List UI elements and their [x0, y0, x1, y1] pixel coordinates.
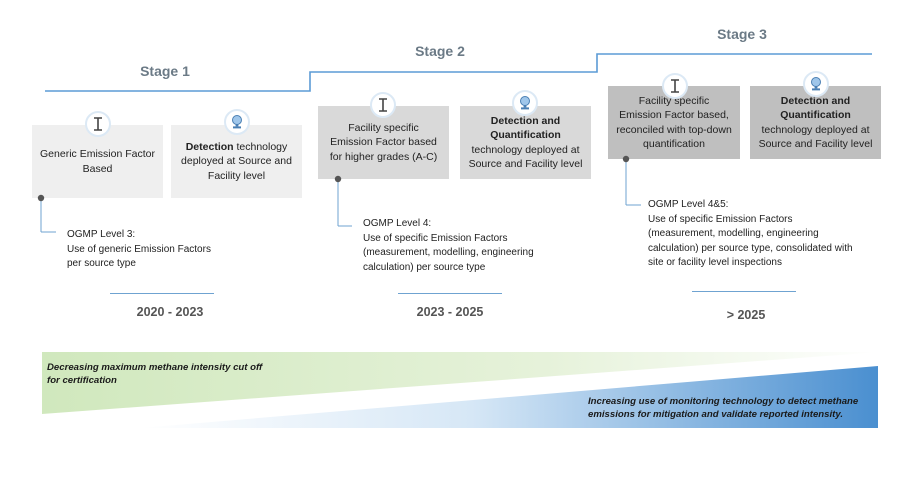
note-line: (measurement, modelling, engineering — [363, 247, 534, 258]
note-line: site or facility level inspections — [648, 257, 782, 268]
note-line: Use of specific Emission Factors — [648, 213, 793, 225]
note-line: calculation) per source type, consolidat… — [648, 242, 853, 254]
note-line: OGMP Level 4&5: — [648, 199, 729, 210]
note-line: OGMP Level 3: — [67, 229, 136, 240]
note-line: OGMP Level 4: — [363, 218, 432, 229]
stage-3-detection-box: Detection and Quantification technology … — [750, 86, 881, 159]
increasing-band — [140, 366, 878, 428]
decreasing-band-text: Decreasing maximum methane intensity cut… — [47, 362, 263, 386]
stage-2-factor-text: Facility specific Emission Factor based … — [329, 122, 438, 163]
text-cursor-icon — [662, 73, 688, 99]
stage-2-note: OGMP Level 4: Use of specific Emission F… — [363, 217, 583, 275]
stage-2-factor-box: Facility specific Emission Factor based … — [318, 106, 449, 179]
detector-icon — [512, 90, 538, 116]
increasing-band-text: Increasing use of monitoring technology … — [588, 396, 859, 420]
text-cursor-icon — [370, 92, 396, 118]
note-line: Use of specific Emission Factors — [363, 232, 508, 244]
stage-2-title: Stage 2 — [415, 43, 465, 59]
detector-icon — [803, 71, 829, 97]
stage-2-detection-text: technology deployed at Source and Facili… — [468, 143, 583, 170]
decreasing-band — [42, 352, 880, 414]
stage-1-note: OGMP Level 3: Use of generic Emission Fa… — [67, 228, 267, 272]
stage-1-factor-text: Generic Emission Factor Based — [40, 148, 155, 175]
stage-1-detection-box: Detection technology deployed at Source … — [171, 125, 302, 198]
stage-1-factor-box: Generic Emission Factor Based — [32, 125, 163, 198]
note-line: (measurement, modelling, engineering — [648, 228, 819, 239]
stage-3-title: Stage 3 — [717, 26, 767, 42]
stage-3-detection-text: technology deployed at Source and Facili… — [758, 123, 873, 150]
period-2-line — [398, 293, 502, 294]
period-2-label: 2023 - 2025 — [416, 305, 484, 319]
detector-icon — [224, 109, 250, 135]
stage-3-note: OGMP Level 4&5: Use of specific Emission… — [648, 198, 893, 271]
stage-3-factor-text: Facility specific Emission Factor based,… — [616, 95, 732, 150]
stage-2-detection-box: Detection and Quantification technology … — [460, 106, 591, 179]
note-line: Use of generic Emission Factors — [67, 243, 211, 255]
stage-1-detection-text: Detection technology deployed at Source … — [181, 141, 292, 182]
text-cursor-icon — [85, 111, 111, 137]
note-line: per source type — [67, 258, 136, 269]
period-3-line — [692, 291, 796, 292]
stage-3-detection-bold: Detection and Quantification — [780, 95, 851, 122]
stage-1-title: Stage 1 — [140, 63, 190, 79]
period-1-label: 2020 - 2023 — [136, 305, 204, 319]
stage-2-detection-bold: Detection and Quantification — [490, 115, 561, 142]
period-1-line — [110, 293, 214, 294]
period-3-label: > 2025 — [726, 308, 766, 322]
note-line: calculation) per source type — [363, 261, 486, 273]
